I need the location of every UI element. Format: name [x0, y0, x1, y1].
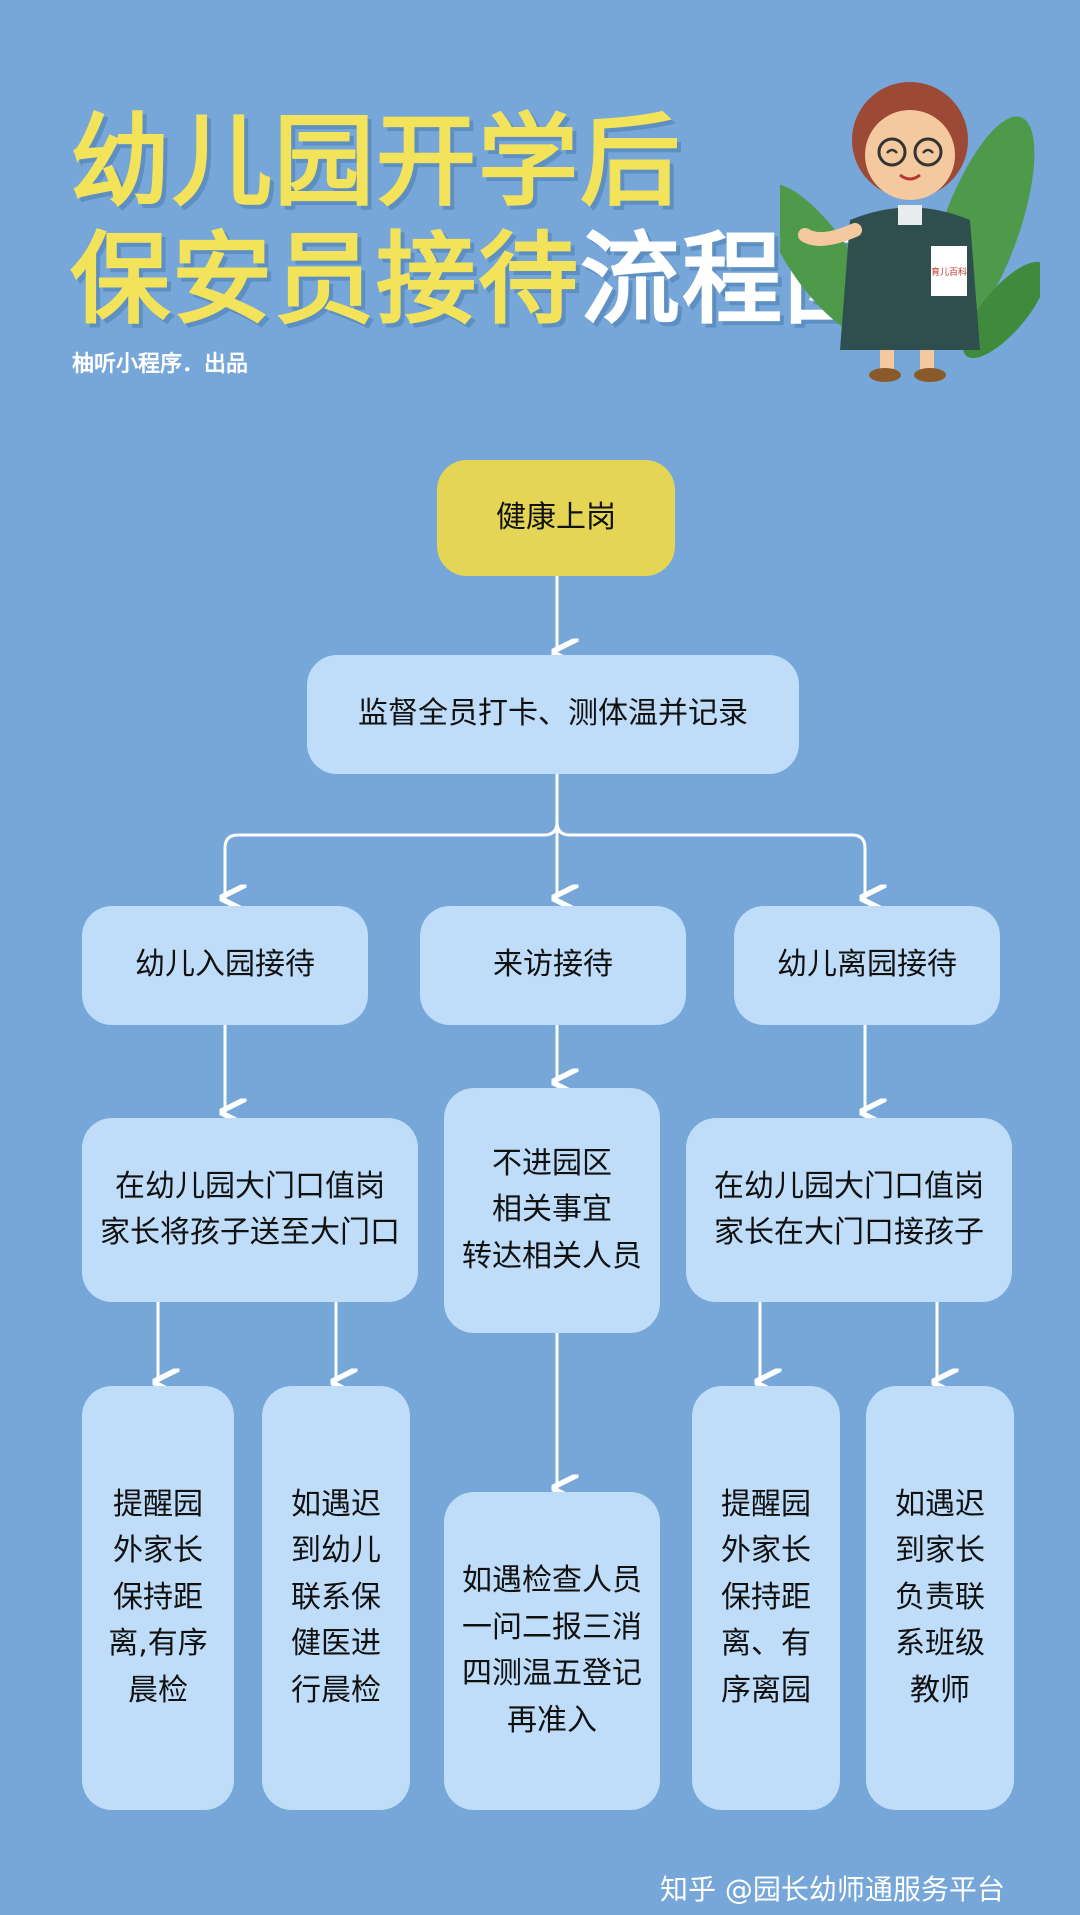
- arrow-to-right-branch: [555, 821, 865, 898]
- flow-node-branch-right: 幼儿离园接待: [734, 906, 1000, 1025]
- left-sub1-line: 保持距: [112, 1579, 203, 1615]
- flow-node-mid-detail: 不进园区相关事宜转达相关人员: [444, 1088, 660, 1333]
- right-sub2-line: 负责联: [895, 1579, 985, 1615]
- left-sub2-line: 行晨检: [291, 1672, 381, 1708]
- right-sub1-line: 离、有: [721, 1626, 811, 1662]
- flow-node-left-sub1: 提醒园外家长保持距离,有序晨检: [82, 1386, 234, 1810]
- right-sub1-line: 外家长: [721, 1533, 811, 1569]
- right-sub2-line: 教师: [910, 1672, 970, 1708]
- arrow-to-left-branch: [225, 774, 559, 898]
- left-sub1-line: 晨检: [127, 1672, 188, 1708]
- flow-node-mid-sub: 如遇检查人员一问二报三消四测温五登记再准入: [444, 1492, 660, 1810]
- flow-node-right-sub1: 提醒园外家长保持距离、有序离园: [692, 1386, 840, 1810]
- right-sub1-line: 提醒园: [721, 1486, 811, 1522]
- flow-node-right-detail: 在幼儿园大门口值岗家长在大门口接孩子: [686, 1118, 1012, 1302]
- mid-sub-line: 再准入: [507, 1702, 597, 1738]
- book-label: 育儿百科: [931, 266, 967, 278]
- left-sub2-line: 健医进: [291, 1626, 381, 1662]
- title-line-1: 幼儿园开学后: [70, 103, 682, 220]
- subtitle: 柚听小程序．出品: [72, 352, 249, 377]
- mid-sub-line: 一问二报三消: [462, 1609, 642, 1645]
- left-sub1-line: 离,有序: [108, 1626, 208, 1662]
- mid-detail-line-3: 转达相关人员: [462, 1238, 642, 1274]
- right-sub2-line: 系班级: [895, 1626, 985, 1662]
- watermark: 知乎 @园长幼师通服务平台: [660, 1873, 1005, 1906]
- flow-node-left-sub2: 如遇迟到幼儿联系保健医进行晨检: [262, 1386, 410, 1810]
- right-sub2-line: 如遇迟: [895, 1486, 985, 1522]
- flow-node-right-sub2: 如遇迟到家长负责联系班级教师: [866, 1386, 1014, 1810]
- flow-node-start: 健康上岗: [437, 460, 675, 576]
- mid-sub-line: 如遇检查人员: [462, 1563, 642, 1598]
- right-sub1-line: 序离园: [721, 1672, 811, 1708]
- left-detail-line-2: 家长将孩子送至大门口: [100, 1215, 400, 1250]
- left-detail-line-1: 在幼儿园大门口值岗: [115, 1168, 385, 1204]
- left-sub1-line: 外家长: [112, 1533, 203, 1569]
- right-sub1-line: 保持距: [721, 1579, 811, 1615]
- flow-node-branch-left: 幼儿入园接待: [82, 906, 368, 1025]
- left-sub2-line: 如遇迟: [291, 1486, 381, 1522]
- mid-detail-line-1: 不进园区: [492, 1145, 612, 1181]
- left-sub2-line: 到幼儿: [291, 1533, 381, 1569]
- mid-sub-line: 四测温五登记: [462, 1656, 642, 1691]
- right-detail-line-2: 家长在大门口接孩子: [714, 1215, 984, 1250]
- teacher-illustration: 育儿百科: [780, 82, 1040, 382]
- left-sub2-line: 联系保: [291, 1579, 381, 1615]
- mid-detail-line-2: 相关事宜: [492, 1192, 612, 1228]
- right-sub2-line: 到家长: [895, 1533, 985, 1569]
- flow-node-branch-mid: 来访接待: [420, 906, 686, 1025]
- flow-node-left-detail: 在幼儿园大门口值岗家长将孩子送至大门口: [82, 1118, 418, 1302]
- left-sub1-line: 提醒园: [112, 1486, 203, 1522]
- right-detail-line-1: 在幼儿园大门口值岗: [714, 1168, 984, 1204]
- flow-node-step1: 监督全员打卡、测体温并记录: [307, 655, 799, 774]
- title-line-2-yellow: 保安员接待: [70, 221, 580, 338]
